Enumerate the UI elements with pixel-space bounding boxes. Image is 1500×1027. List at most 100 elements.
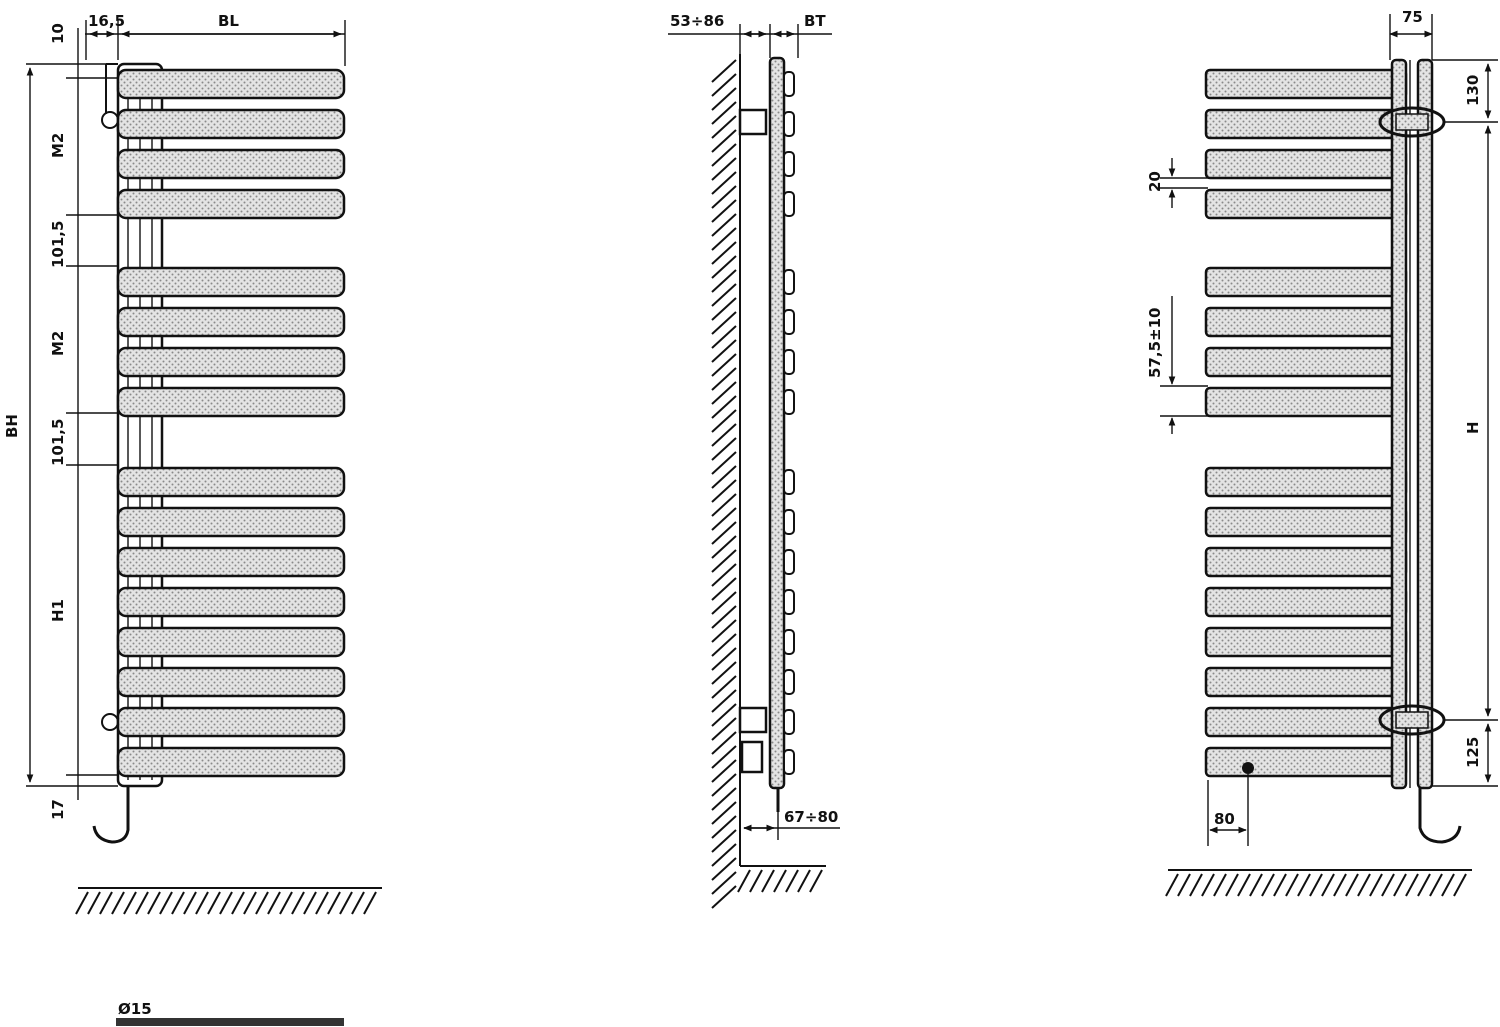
hatch-line <box>711 381 737 405</box>
side-bar-end <box>783 389 795 415</box>
dim-16-5: 16,5 <box>88 12 125 30</box>
side-wall-hatch <box>711 59 737 909</box>
hatch-line <box>773 869 787 893</box>
hatch-line <box>363 891 377 915</box>
back-connection-point <box>1242 762 1254 774</box>
front-bar <box>116 626 346 658</box>
dim-101-5-top: 101,5 <box>49 221 67 268</box>
hatch-line <box>711 129 737 153</box>
front-valve-hook <box>92 786 130 844</box>
hatch-line <box>711 689 737 713</box>
back-bar <box>1204 586 1408 618</box>
hatch-line <box>711 563 737 587</box>
hatch-line <box>1237 873 1251 897</box>
hatch-line <box>711 73 737 97</box>
front-bar <box>116 306 346 338</box>
hatch-line <box>711 255 737 279</box>
hatch-line <box>1333 873 1347 897</box>
hatch-line <box>339 891 353 915</box>
hatch-line <box>1177 873 1191 897</box>
front-bar <box>116 706 346 738</box>
hatch-line <box>711 633 737 657</box>
hatch-line <box>711 801 737 825</box>
front-bar <box>116 108 346 140</box>
hatch-line <box>711 577 737 601</box>
front-floor-hatch <box>75 891 377 915</box>
hatch-line <box>1189 873 1203 897</box>
hatch-line <box>231 891 245 915</box>
hatch-line <box>207 891 221 915</box>
hatch-line <box>171 891 185 915</box>
hatch-line <box>1225 873 1239 897</box>
side-bar-end <box>783 509 795 535</box>
hatch-line <box>711 297 737 321</box>
hatch-line <box>147 891 161 915</box>
hatch-line <box>123 891 137 915</box>
hatch-line <box>711 605 737 629</box>
hatch-line <box>711 269 737 293</box>
hatch-line <box>711 619 737 643</box>
front-bar <box>116 746 346 778</box>
side-bar-end <box>783 589 795 615</box>
dim-130: 130 <box>1464 75 1482 106</box>
hatch-line <box>255 891 269 915</box>
hatch-line <box>1249 873 1263 897</box>
side-bracket-top <box>738 108 768 136</box>
front-bar <box>116 666 346 698</box>
front-bar <box>116 266 346 298</box>
dim-bh: BH <box>3 414 21 438</box>
hatch-line <box>711 451 737 475</box>
hatch-line <box>711 787 737 811</box>
hatch-line <box>711 703 737 727</box>
back-bar <box>1204 386 1408 418</box>
dim-m2-top: M2 <box>49 133 67 158</box>
back-bar <box>1204 346 1408 378</box>
hatch-line <box>1381 873 1395 897</box>
hatch-line <box>711 185 737 209</box>
back-collector-left <box>1390 58 1408 790</box>
side-bar-end <box>783 469 795 495</box>
hatch-line <box>711 395 737 419</box>
back-bar <box>1204 706 1408 738</box>
hatch-line <box>1261 873 1275 897</box>
front-bar <box>116 546 346 578</box>
side-bar-end <box>783 151 795 177</box>
hatch-line <box>111 891 125 915</box>
hatch-line <box>711 171 737 195</box>
hatch-line <box>135 891 149 915</box>
hatch-line <box>711 591 737 615</box>
side-bar-end <box>783 709 795 735</box>
side-valve <box>740 740 764 774</box>
front-bar <box>116 148 346 180</box>
hatch-line <box>711 843 737 867</box>
back-bar <box>1204 108 1408 140</box>
hatch-line <box>711 339 737 363</box>
hatch-line <box>711 731 737 755</box>
back-bar <box>1204 466 1408 498</box>
hatch-line <box>711 507 737 531</box>
dim-h1: H1 <box>49 599 67 622</box>
hatch-line <box>315 891 329 915</box>
hatch-line <box>1273 873 1287 897</box>
back-bar <box>1204 666 1408 698</box>
bottom-label: Ø15 <box>118 1000 152 1018</box>
side-bar-end <box>783 349 795 375</box>
side-bar-end <box>783 549 795 575</box>
hatch-line <box>711 423 737 447</box>
hatch-line <box>711 437 737 461</box>
hatch-line <box>1165 873 1179 897</box>
hatch-line <box>351 891 365 915</box>
front-bar <box>116 188 346 220</box>
front-bar <box>116 68 346 100</box>
hatch-line <box>711 549 737 573</box>
hatch-line <box>267 891 281 915</box>
hatch-line <box>1297 873 1311 897</box>
dim-m2-mid: M2 <box>49 331 67 356</box>
hatch-line <box>243 891 257 915</box>
front-view: 16,5 BL 10 M2 101,5 M2 101,5 H1 BH 17 Ø1… <box>3 12 382 1026</box>
hatch-line <box>711 465 737 489</box>
side-bracket-bottom <box>738 706 768 734</box>
hatch-line <box>291 891 305 915</box>
dim-57-5: 57,5±10 <box>1146 308 1164 378</box>
